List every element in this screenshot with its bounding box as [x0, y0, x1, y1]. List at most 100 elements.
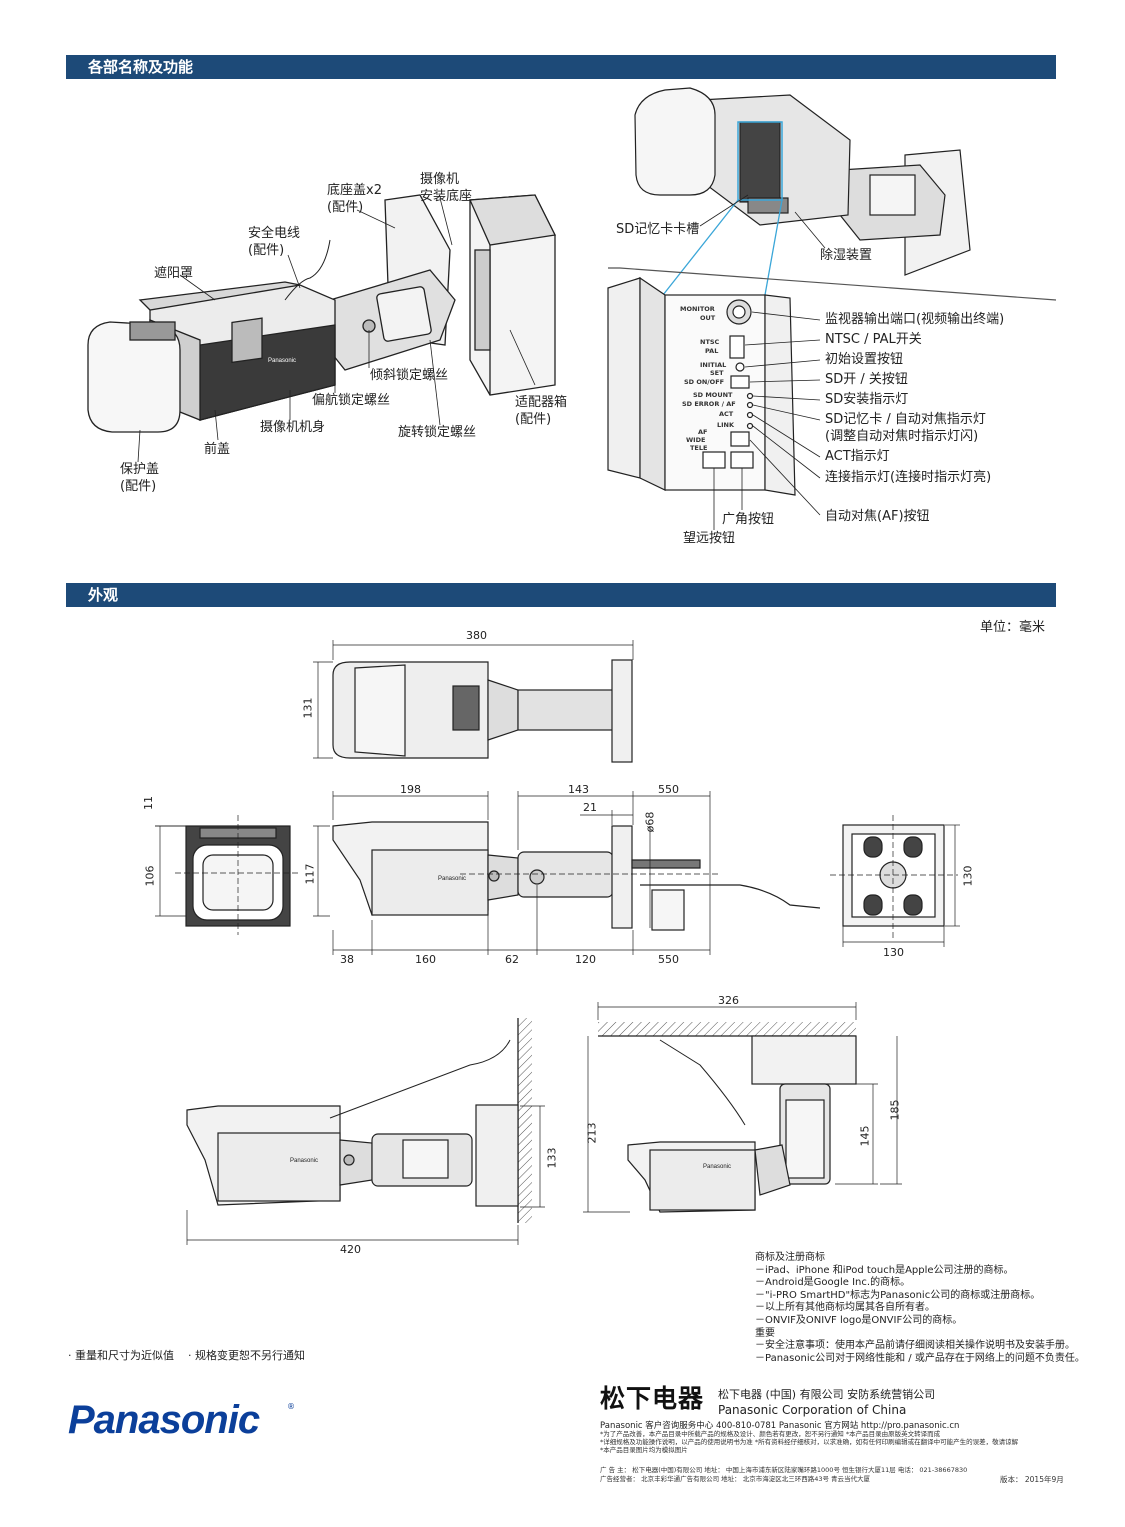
label-camera-body: 摄像机机身 [260, 420, 326, 435]
side-brand-mark: Panasonic [438, 876, 466, 882]
disclaimer-1: *为了产品改善，本产品目录中所载产品的规格及设计、颜色若有更改，恕不另行通知 *… [600, 1430, 941, 1438]
dim-106: 106 [143, 865, 157, 887]
label-pan-screw: 旋转锁定螺丝 [398, 425, 477, 440]
label-dehumidifier: 除湿装置 [820, 248, 873, 263]
trademark-line: －iPad、iPhone 和iPod touch是Apple公司注册的商标。 [755, 1264, 1014, 1276]
panel-pal-text: PAL [705, 347, 719, 355]
label-safety-wire-acc: (配件) [248, 243, 285, 258]
front-view-dims [155, 815, 300, 935]
side-view-drawing [332, 821, 821, 931]
trademark-line: －ONVIF及ONIVF logo是ONVIF公司的商标。 [755, 1314, 963, 1326]
label-yaw-screw: 偏航锁定螺丝 [312, 393, 391, 408]
disclaimer-2: *详细规格及功能操作说明，以产品的使用说明书为准 *所有资料经仔细核对，以求准确… [600, 1438, 1019, 1446]
panel-act-text: ACT [719, 410, 734, 418]
label-mount-base-2: 安装底座 [420, 189, 473, 204]
label-monitor-out: 监视器输出端口(视频输出终端) [825, 312, 1005, 327]
label-wide-button: 广角按钮 [722, 512, 775, 527]
dim-143: 143 [568, 783, 589, 796]
label-af-blink: (调整自动对焦时指示灯闪) [825, 429, 979, 444]
registered-mark-icon: ® [287, 1402, 295, 1411]
dim-213: 213 [585, 1122, 599, 1144]
panel-set-text: SET [710, 369, 724, 377]
dim-326: 326 [718, 994, 739, 1007]
dim-131: 131 [301, 697, 315, 719]
label-act: ACT指示灯 [825, 449, 890, 464]
company-cn-name: 松下电器 (中国) 有限公司 安防系统营销公司 [718, 1388, 936, 1401]
label-sd-onoff: SD开 / 关按钮 [825, 372, 908, 387]
version-label: 版本： 2015年9月 [1000, 1475, 1064, 1484]
panel-out-text: OUT [700, 314, 716, 322]
label-protect-cover-acc: (配件) [120, 479, 157, 494]
label-ntsc-pal: NTSC / PAL开关 [825, 332, 922, 347]
label-base-cover: 底座盖x2 [327, 183, 382, 198]
dim-160: 160 [415, 953, 436, 966]
label-adapter-box-acc: (配件) [515, 412, 552, 427]
camera-rear-illustration [634, 87, 971, 276]
panel-ntsc-text: NTSC [700, 338, 720, 346]
trademark-line: －"i-PRO SmartHD"标志为Panasonic公司的商标或注册商标。 [755, 1289, 1041, 1301]
appearance-section-title: 外观 [88, 586, 119, 604]
footnote-spec: · 规格变更恕不另行通知 [188, 1349, 305, 1362]
dim-11: 11 [142, 796, 155, 810]
ceiling-mount-drawing [627, 1035, 857, 1213]
parts-section-title: 各部名称及功能 [88, 58, 194, 76]
camera-brand-mark: Panasonic [268, 358, 296, 364]
important-title: 重要 [755, 1327, 775, 1339]
panel-link-text: LINK [717, 421, 735, 429]
ceiling-brand-mark: Panasonic [703, 1164, 731, 1170]
dim-185: 185 [888, 1099, 902, 1121]
dim-380: 380 [466, 629, 487, 642]
label-protect-cover: 保护盖 [120, 462, 160, 477]
label-front-cover: 前盖 [204, 442, 231, 457]
trademark-notes: 商标及注册商标 －iPad、iPhone 和iPod touch是Apple公司… [755, 1252, 1085, 1365]
ad-agency-line: 广告经营者： 北京丰彩华通广告有限公司 地址： 北京市海淀区北三环西路43号 青… [600, 1475, 871, 1483]
dim-198: 198 [400, 783, 421, 796]
panel-sd-onoff-text: SD ON/OFF [684, 378, 725, 386]
label-af-button: 自动对焦(AF)按钮 [825, 509, 930, 524]
label-adapter-box: 适配器箱 [515, 395, 568, 410]
dim-68: ø68 [643, 811, 657, 833]
dim-550-bottom: 550 [658, 953, 679, 966]
wall-brand-mark: Panasonic [290, 1158, 318, 1164]
label-base-cover-acc: (配件) [327, 200, 364, 215]
parts-leader-lines [137, 197, 536, 463]
panel-leader-lines [713, 311, 821, 530]
label-link: 连接指示灯(连接时指示灯亮) [825, 470, 992, 485]
back-view-drawing [842, 824, 945, 927]
dim-130-v: 130 [961, 865, 975, 887]
dim-38: 38 [340, 953, 354, 966]
label-mount-base-1: 摄像机 [420, 172, 460, 187]
ceiling-mount-dims [583, 1002, 902, 1213]
unit-label: 单位：毫米 [980, 620, 1046, 635]
panel-wide-text: WIDE [686, 436, 706, 444]
wall-mount-drawing [186, 1039, 519, 1207]
label-initial-set: 初始设置按钮 [825, 352, 904, 367]
appearance-section-header: 外观 [66, 583, 1056, 607]
top-view-drawing [332, 659, 633, 763]
panel-af-text: AF [698, 428, 708, 436]
control-panel-illustration [607, 267, 1057, 496]
disclaimer-3: *本产品目录图片均为模拟图片 [600, 1446, 688, 1454]
dim-130-h: 130 [883, 946, 904, 959]
trademark-line: －Android是Google Inc.的商标。 [755, 1277, 911, 1289]
advertiser-line: 广 告 主： 松下电器(中国)有限公司 地址： 中国上海市浦东新区陆家嘴环路10… [600, 1466, 968, 1474]
company-en-name: Panasonic Corporation of China [718, 1403, 907, 1417]
top-view-dims [313, 640, 634, 759]
label-sd-slot: SD记忆卡卡槽 [616, 222, 700, 237]
dim-145: 145 [858, 1125, 872, 1147]
camera-parts-illustration [87, 194, 556, 433]
panel-tele-text: TELE [690, 444, 708, 452]
dim-420: 420 [340, 1243, 361, 1256]
label-sd-af: SD记忆卡 / 自动对焦指示灯 [825, 412, 986, 427]
panasonic-logo: Panasonic [68, 1398, 260, 1442]
side-view-dims [313, 791, 720, 955]
panel-monitor-text: MONITOR [680, 305, 715, 313]
label-tele-button: 望远按钮 [683, 531, 736, 546]
panel-initial-text: INITIAL [700, 361, 727, 369]
label-tilt-screw: 倾斜锁定螺丝 [370, 368, 449, 383]
dim-550-top: 550 [658, 783, 679, 796]
parts-section-header: 各部名称及功能 [66, 55, 1056, 79]
important-line: －安全注意事项：使用本产品前请仔细阅读相关操作说明书及安装手册。 [755, 1340, 1075, 1352]
label-sunshield: 遮阳罩 [154, 266, 194, 281]
